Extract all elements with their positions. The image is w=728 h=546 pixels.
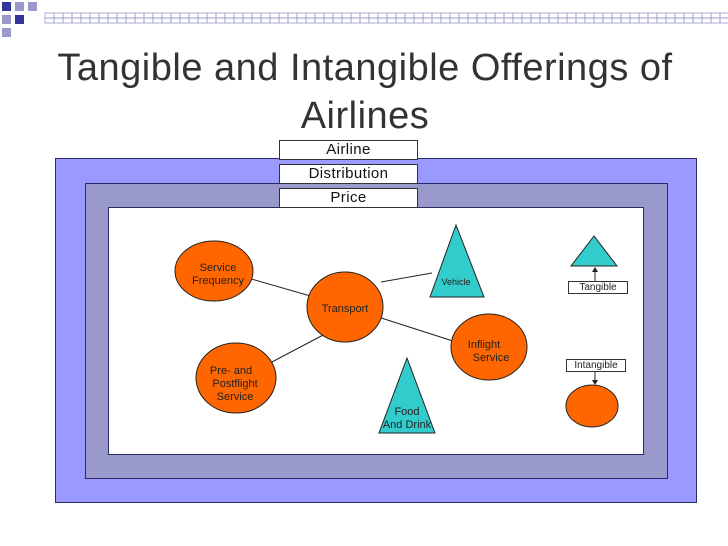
legend-tangible-label: Tangible — [568, 281, 628, 294]
inflight-service-label: Inflight Service — [461, 339, 521, 365]
label-line: Service — [216, 391, 254, 403]
label-line: Service — [472, 352, 510, 364]
inflight-service-oval — [450, 313, 528, 381]
decoration-grid-cell — [719, 12, 728, 24]
service-frequency-label: Service Frequency — [186, 262, 250, 288]
decoration-square — [15, 15, 24, 24]
pre-postflight-label: Pre- and Postflight Service — [203, 365, 267, 404]
legend-tangible-arrowhead — [592, 267, 598, 272]
service-frequency-oval — [174, 240, 254, 302]
label-line: Inflight — [467, 339, 501, 351]
layer-label-airline: Airline — [279, 140, 418, 160]
label-line: Service — [199, 262, 237, 274]
transport-label: Transport — [321, 303, 369, 315]
connector-transport-prepost — [269, 332, 328, 364]
label-line: Frequency — [192, 275, 244, 287]
food-drink-triangle — [378, 356, 436, 434]
label-line: Food — [394, 406, 420, 418]
connector-transport-inflight — [377, 316, 457, 343]
decoration-square — [15, 2, 24, 11]
slide-decoration — [2, 2, 728, 37]
decoration-square — [28, 2, 37, 11]
label-line: And Drink — [382, 419, 432, 431]
legend-intangible-oval — [565, 384, 619, 428]
legend-intangible-label: Intangible — [566, 359, 626, 372]
label-line: Postflight — [212, 378, 258, 390]
layer-label-distribution: Distribution — [279, 164, 418, 184]
pre-postflight-oval — [195, 342, 277, 414]
decoration-square — [2, 28, 11, 37]
legend-tangible-triangle — [569, 235, 619, 267]
decoration-square — [2, 15, 11, 24]
label-line: Pre- and — [209, 365, 253, 377]
connector-transport-vehicle — [380, 272, 433, 283]
vehicle-triangle — [429, 223, 485, 298]
layer-label-price: Price — [279, 188, 418, 208]
slide-title: Tangible and Intangible Offerings of Air… — [57, 47, 673, 137]
vehicle-label: Vehicle — [441, 277, 471, 287]
decoration-square — [2, 2, 11, 11]
transport-oval — [306, 271, 384, 343]
food-drink-label: Food And Drink — [377, 406, 437, 432]
connector-frequency-transport — [247, 277, 315, 298]
legend-intangible-arrowhead — [592, 380, 598, 385]
decoration-grid-bar — [44, 12, 728, 24]
